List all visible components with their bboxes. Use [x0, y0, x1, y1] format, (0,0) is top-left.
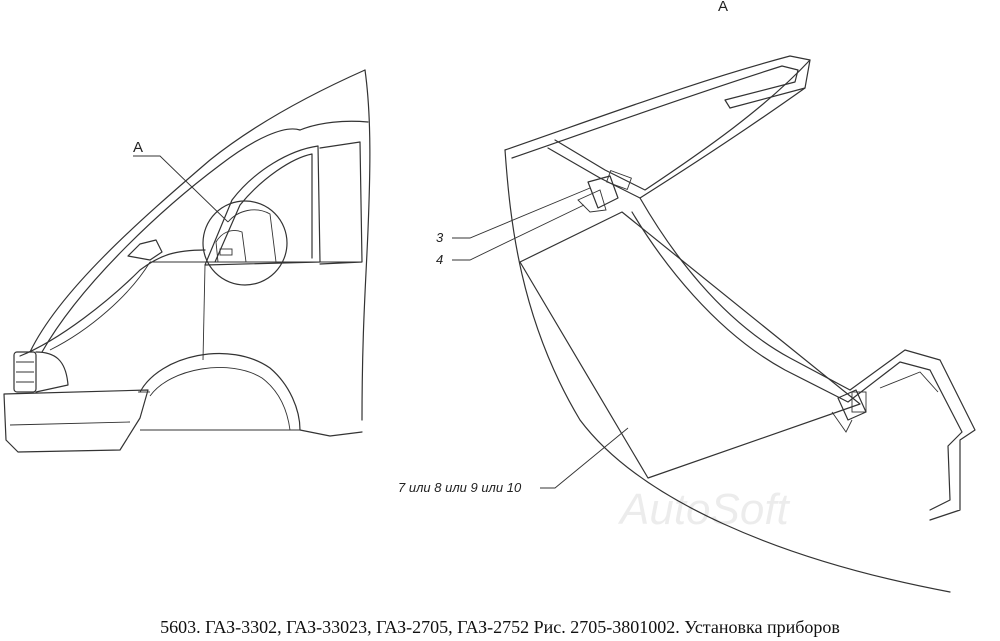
watermark: AutoSoft	[617, 485, 791, 534]
detail-callout-letter: A	[133, 139, 143, 156]
mount-bracket-upper	[577, 170, 632, 213]
figure-caption: 5603. ГАЗ-3302, ГАЗ-33023, ГАЗ-2705, ГАЗ…	[160, 617, 840, 637]
callout-4: 4	[436, 252, 443, 267]
callout-7-8-9-10: 7 или 8 или 9 или 10	[398, 480, 522, 495]
callout-3: 3	[436, 230, 444, 245]
mount-bracket-lower	[831, 389, 867, 433]
vehicle-cab-drawing	[3, 69, 371, 453]
detail-view-drawing	[452, 55, 976, 593]
detail-view-letter: A	[718, 0, 728, 15]
